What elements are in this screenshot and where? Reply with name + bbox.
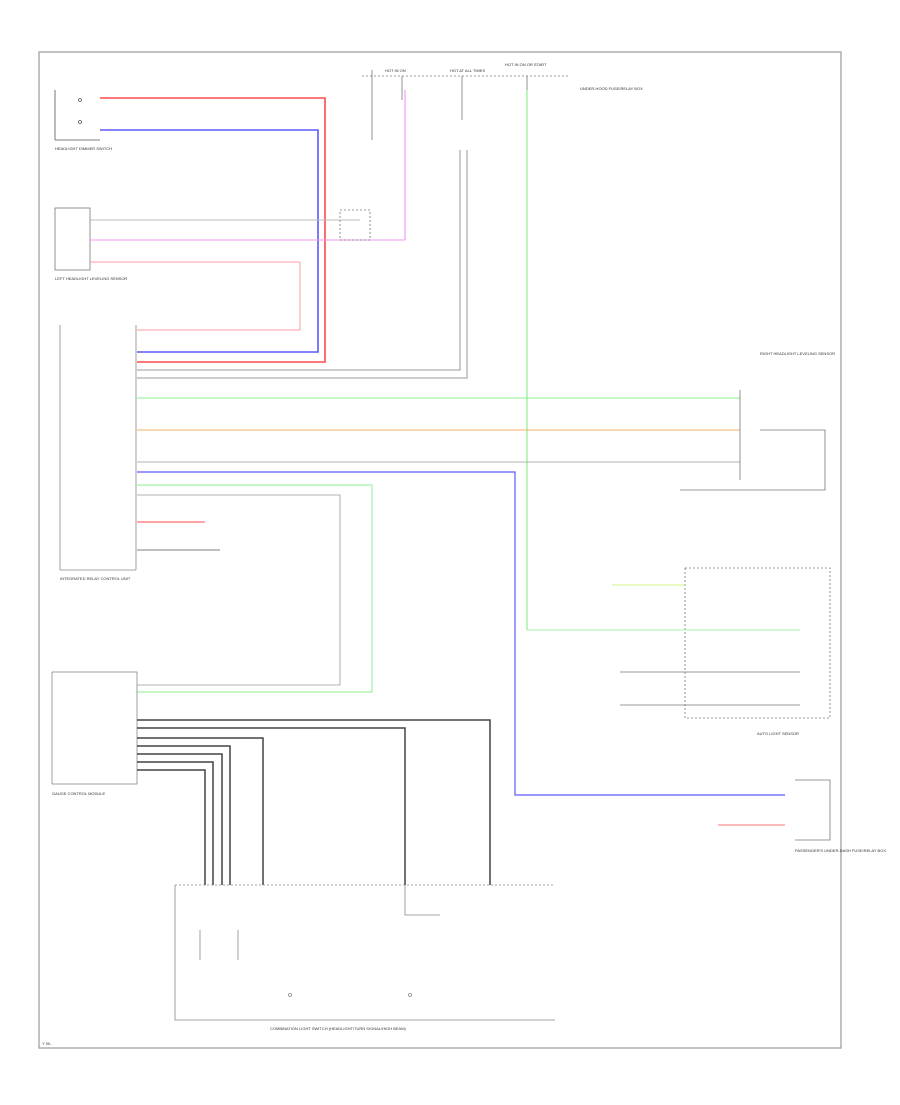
wire-bundle <box>137 719 491 885</box>
dimmer-switch-label: HEADLIGHT DIMMER SWITCH <box>55 146 112 151</box>
headlight-dimmer-switch <box>54 90 100 141</box>
auto-light-sensor <box>527 567 831 719</box>
passenger-unit-label: PASSENGER'S UNDER-DASH FUSE/RELAY BOX <box>795 848 886 853</box>
diagram-frame <box>38 51 842 1049</box>
wire-green-lower <box>137 484 373 693</box>
itr-label: INTEGRATED RELAY CONTROL UNIT <box>60 576 131 581</box>
right-sensor-block <box>680 390 826 491</box>
wire-blue-lower <box>137 471 785 796</box>
left-sensor-label: LEFT HEADLIGHT LEVELING SENSOR <box>55 276 127 281</box>
wire-gray-2 <box>137 150 468 379</box>
gauge-module <box>51 671 138 785</box>
auto-light-label: AUTO LIGHT SENSOR <box>757 731 799 736</box>
left-sensor-block <box>54 207 405 331</box>
wire-red <box>100 97 326 363</box>
fuse-c-label: HOT IN ON OR START <box>505 62 547 67</box>
wire-blue <box>100 129 319 353</box>
passenger-unit <box>718 779 831 841</box>
wire-gray-1 <box>137 150 461 371</box>
itr-unit <box>59 325 137 571</box>
fuse-a-label: HOT IN ON <box>385 68 406 73</box>
fuse-junction-top <box>362 70 570 140</box>
combination-switch-label: COMBINATION LIGHT SWITCH (HEADLIGHT/TURN… <box>270 1026 407 1031</box>
fuse-box-label: UNDER-HOOD FUSE/RELAY BOX <box>580 86 643 91</box>
gauge-label: GAUGE CONTROL MODULE <box>52 791 106 796</box>
fuse-b-label: HOT AT ALL TIMES <box>450 68 485 73</box>
wire-gray-4 <box>137 494 341 686</box>
combination-switch <box>174 884 555 1021</box>
right-sensor-label: RIGHT HEADLIGHT LEVELING SENSOR <box>760 351 835 356</box>
footer-code: Y 00... <box>42 1041 54 1046</box>
